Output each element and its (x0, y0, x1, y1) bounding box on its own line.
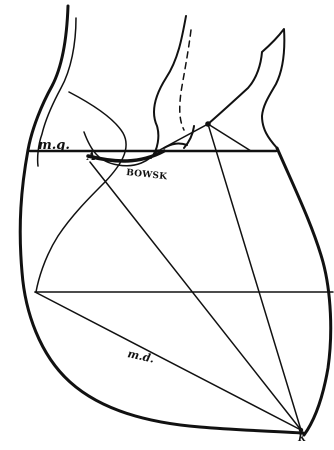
label-m-q: m.q. (38, 138, 70, 153)
left-outer-contour (20, 6, 303, 433)
label-bowsk: BOWSK (126, 168, 169, 182)
label-k: K (297, 434, 307, 444)
point-p-marker (205, 121, 211, 127)
line-m-d (35, 292, 301, 430)
point-k-marker (299, 428, 303, 432)
inner-curved-line (36, 92, 126, 292)
vessel-dashed-contour (180, 30, 191, 130)
label-a: A (86, 150, 96, 163)
line-a-to-k (90, 162, 301, 430)
label-m-d: m.d. (126, 347, 155, 365)
line-p-to-left (156, 124, 208, 152)
vessel-left-contour (151, 16, 186, 158)
vessel-right-contour (208, 29, 284, 148)
